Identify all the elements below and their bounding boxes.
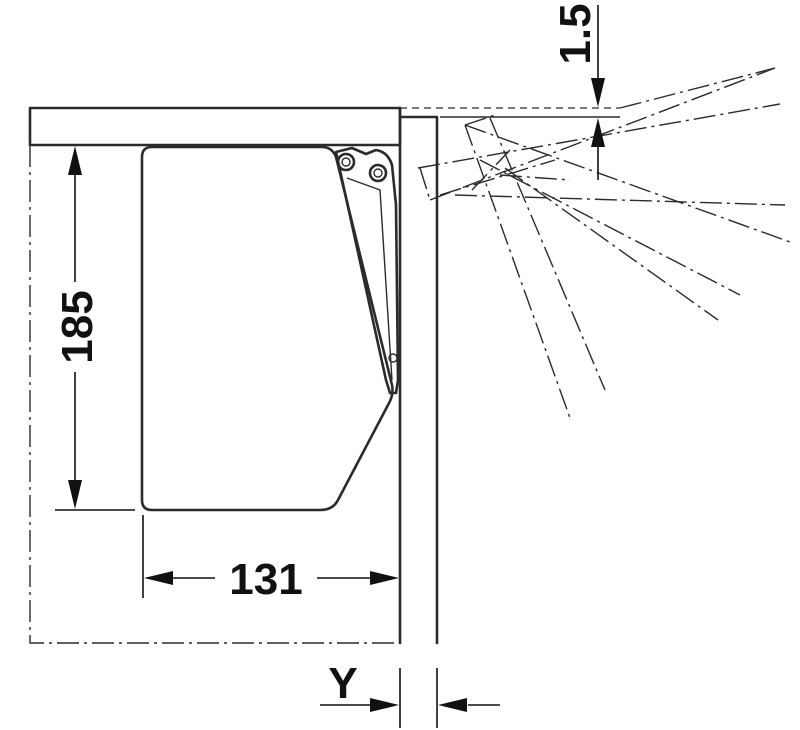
gap-label: Y	[328, 659, 357, 708]
dimension-offset: 1.5	[551, 3, 605, 180]
arrow-left-icon	[144, 571, 173, 585]
dimension-height: 185	[53, 146, 135, 511]
arrow-right-icon	[370, 571, 399, 585]
arrow-up-icon	[68, 146, 82, 175]
open-flap-positions	[417, 67, 791, 419]
top-reference-line	[400, 107, 620, 118]
width-label: 131	[229, 555, 302, 604]
lift-mechanism-housing	[140, 145, 394, 512]
arrow-down-icon	[68, 480, 82, 509]
height-label: 185	[53, 290, 102, 363]
cabinet-outline	[29, 145, 400, 644]
arrow-left-icon	[438, 698, 467, 712]
flap-door	[398, 115, 439, 645]
arrow-right-icon	[370, 698, 399, 712]
arrow-down-icon	[591, 78, 605, 107]
pivot-icon	[368, 163, 388, 183]
arrow-up-icon	[591, 118, 605, 147]
dimension-gap: Y	[320, 659, 500, 728]
pivot-icon	[388, 353, 398, 363]
top-panel	[28, 106, 402, 147]
dimension-width: 131	[142, 515, 399, 604]
lift-arm	[334, 146, 400, 395]
pivot-icon	[336, 152, 356, 172]
offset-label: 1.5	[551, 3, 600, 64]
